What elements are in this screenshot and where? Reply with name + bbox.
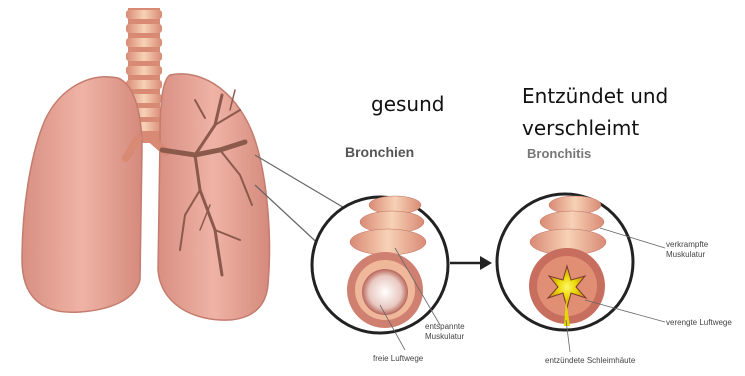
healthy-bronchus-circle	[312, 196, 448, 333]
transition-arrow	[450, 256, 492, 270]
healthy-heading: gesund	[371, 92, 444, 116]
free-airways-label: freie Luftwege	[373, 354, 423, 364]
healthy-subtitle: Bronchien	[345, 144, 414, 160]
right-lung	[158, 74, 269, 320]
left-lung	[22, 77, 142, 313]
relaxed-muscle-label: entspannte Muskulatur	[425, 322, 465, 342]
cramped-muscle-line2: Muskulatur	[666, 250, 708, 260]
inflamed-subtitle: Bronchitis	[527, 146, 591, 161]
relaxed-muscle-line2: Muskulatur	[425, 332, 465, 342]
narrowed-airways-label: verengte Luftwege	[666, 318, 732, 328]
cramped-muscle-line1: verkrampfte	[666, 240, 708, 250]
cramped-muscle-label: verkrampfte Muskulatur	[666, 240, 708, 260]
inflamed-heading: Entzündet und verschleimt	[522, 80, 668, 144]
inflamed-heading-line1: Entzündet und	[522, 80, 668, 112]
relaxed-muscle-line1: entspannte	[425, 322, 465, 332]
inflamed-bronchus-circle	[497, 194, 633, 330]
inflamed-heading-line2: verschleimt	[522, 112, 668, 144]
inflamed-mucosa-label: entzündete Schleimhäute	[545, 356, 635, 366]
